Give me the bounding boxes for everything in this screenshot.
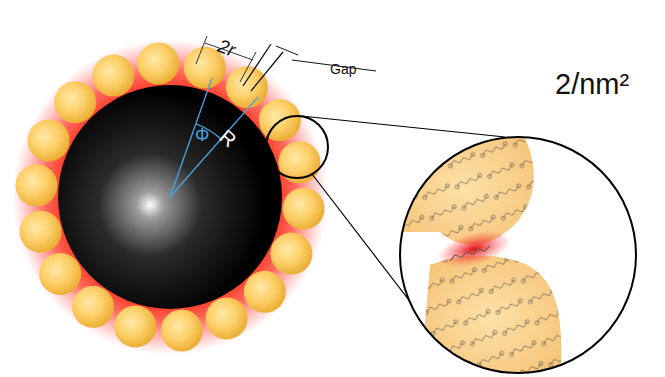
gold-bead: [39, 253, 81, 295]
gold-bead: [92, 55, 134, 97]
gold-bead: [206, 297, 248, 339]
gold-bead: [16, 164, 58, 206]
gold-bead: [54, 81, 96, 123]
density-label: 2/nm²: [555, 70, 629, 99]
gold-bead: [226, 66, 268, 108]
gap-label: Gap: [330, 62, 356, 76]
gold-bead: [72, 286, 114, 328]
gold-bead: [244, 271, 286, 313]
gold-bead: [20, 211, 62, 253]
gold-bead: [270, 233, 312, 275]
gold-bead: [28, 119, 70, 161]
gold-bead: [137, 43, 179, 85]
gold-bead: [283, 188, 325, 230]
angle-label: Φ: [195, 126, 209, 144]
gold-bead: [114, 305, 156, 347]
gold-bead: [161, 310, 203, 352]
